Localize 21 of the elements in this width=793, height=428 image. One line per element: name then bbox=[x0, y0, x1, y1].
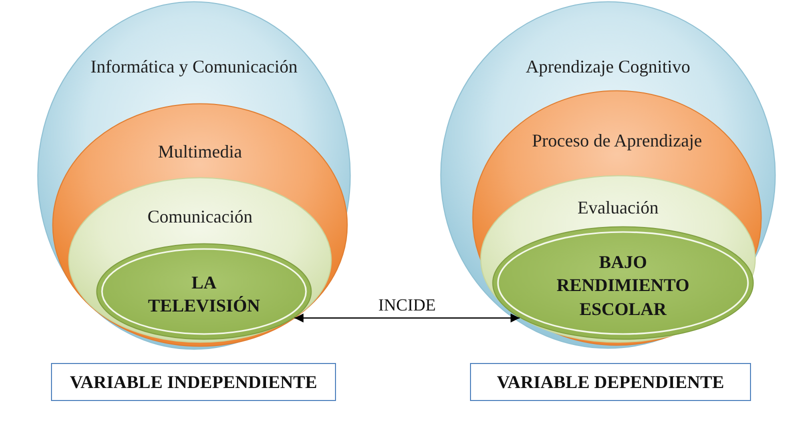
ellipse-layer bbox=[37, 1, 351, 350]
ellipse-layer bbox=[440, 1, 776, 349]
layer-label: Informática y Comunicación bbox=[90, 55, 298, 78]
layer-label: Multimedia bbox=[158, 140, 242, 164]
ellipse-layer bbox=[68, 177, 332, 343]
core-ellipse bbox=[492, 226, 754, 340]
variable-box bbox=[470, 363, 751, 401]
variable-box bbox=[51, 363, 336, 401]
core-ellipse bbox=[96, 243, 312, 340]
layer-label: Comunicación bbox=[148, 205, 252, 228]
layer-label: Aprendizaje Cognitivo bbox=[526, 55, 690, 78]
layer-label: Proceso de Aprendizaje bbox=[532, 129, 702, 152]
ellipse-layer bbox=[472, 90, 762, 346]
core-label: BAJO RENDIMIENTO ESCOLAR bbox=[556, 250, 690, 321]
double-arrow bbox=[294, 314, 520, 322]
core-label: LA TELEVISIÓN bbox=[146, 272, 262, 318]
ellipse-layer bbox=[480, 175, 756, 343]
ellipse-layer bbox=[52, 103, 348, 347]
layer-label: Evaluación bbox=[578, 196, 658, 220]
variable-label: VARIABLE INDEPENDIENTE bbox=[70, 372, 318, 392]
variable-label: VARIABLE DEPENDIENTE bbox=[496, 372, 724, 392]
